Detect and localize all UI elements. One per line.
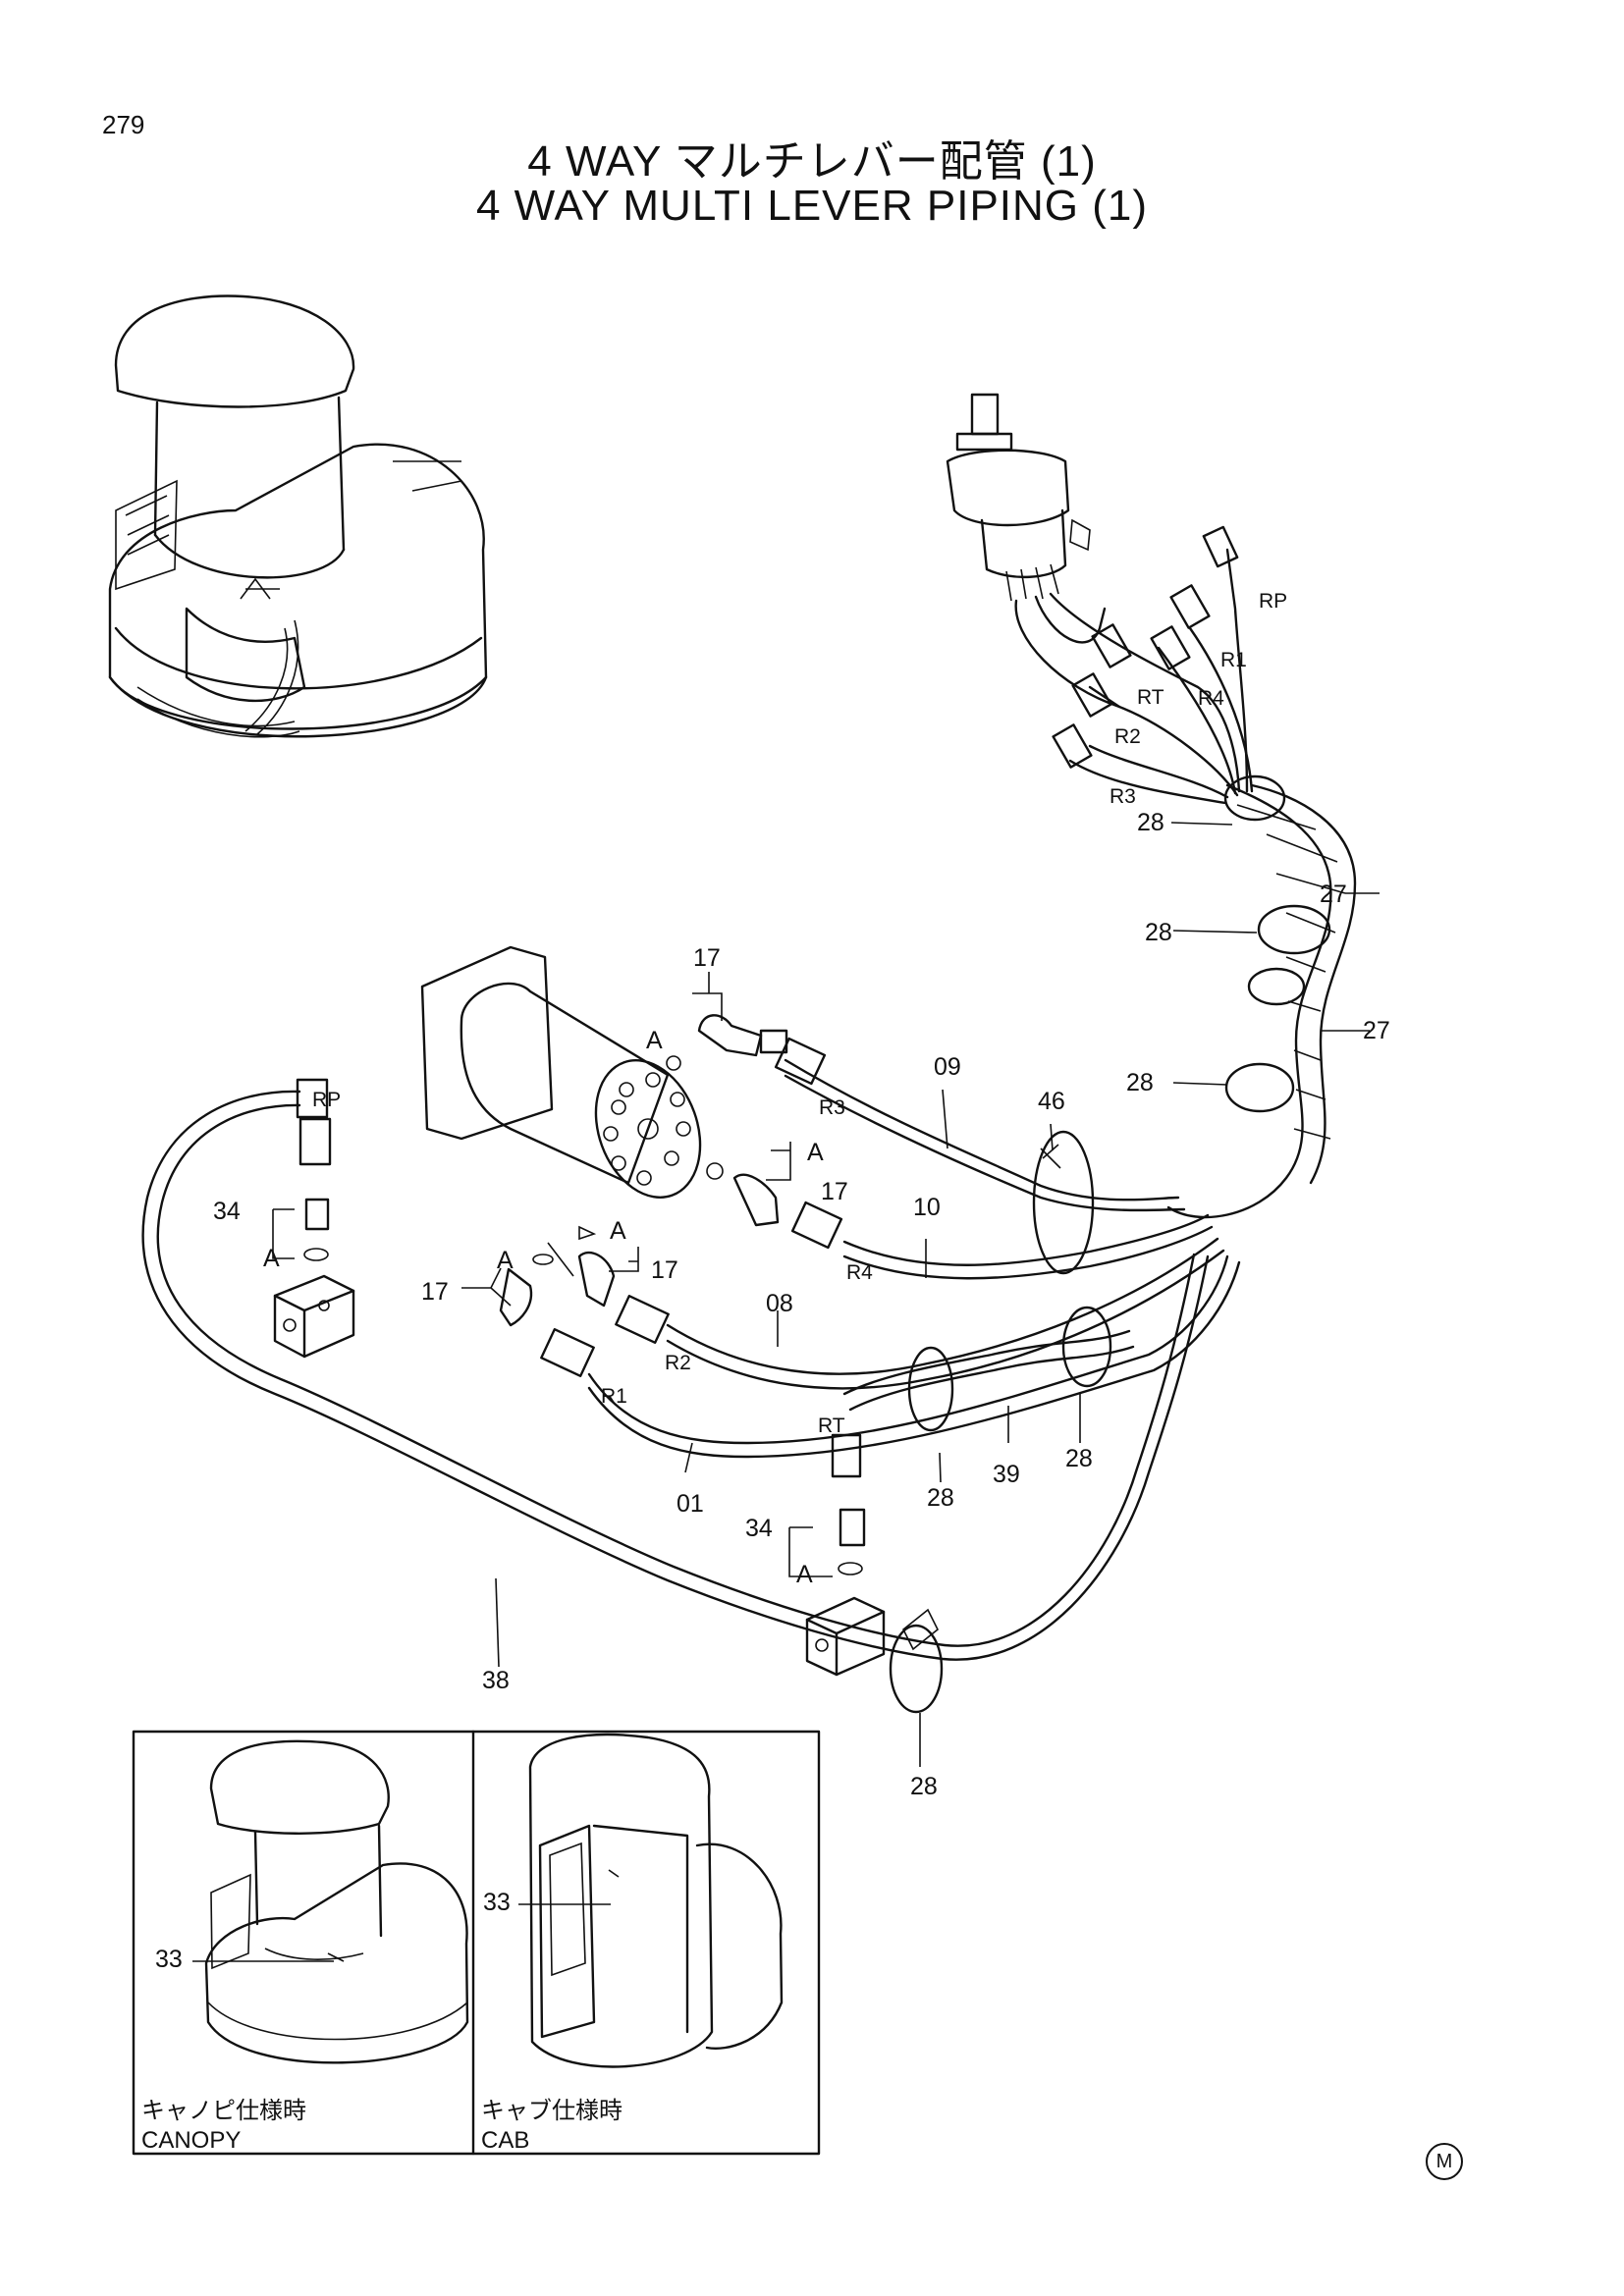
port-label-r4: R4 — [846, 1261, 873, 1284]
overview-machine-drawing — [108, 294, 488, 738]
part-label-39: 39 — [993, 1461, 1020, 1488]
inset-frame — [132, 1730, 821, 2156]
detail-label-a: A — [263, 1245, 280, 1272]
page-number: 279 — [102, 110, 145, 139]
upper-hoses — [1014, 525, 1254, 805]
port-label-rt: RT — [1137, 686, 1164, 709]
inset-leader-lines — [192, 1903, 611, 1962]
port-label-r2: R2 — [665, 1352, 691, 1374]
inset-canopy-caption-en: CANOPY — [141, 2127, 242, 2154]
port-label-rp: RP — [1259, 590, 1288, 613]
part-label-17: 17 — [651, 1256, 678, 1284]
inset-cab-drawing — [528, 1733, 784, 2068]
port-label-r3: R3 — [1110, 785, 1136, 808]
part-label-34: 34 — [213, 1198, 241, 1225]
part-label-10: 10 — [913, 1194, 941, 1221]
part-label-28: 28 — [927, 1484, 954, 1512]
port-label-r2: R2 — [1114, 725, 1141, 748]
inset-cab-part-label-33: 33 — [483, 1889, 511, 1916]
detail-label-a: A — [610, 1217, 626, 1245]
manual-mark-icon: M — [1426, 2143, 1463, 2180]
part-label-28: 28 — [910, 1773, 938, 1800]
part-label-01: 01 — [677, 1490, 704, 1518]
pipe-38 — [141, 1078, 1210, 1714]
main-hoses — [540, 1037, 1241, 1478]
port-label-rp: RP — [312, 1089, 342, 1111]
inset-cab-caption-jp: キャブ仕様時 — [481, 2098, 623, 2124]
control-valve-drawing — [946, 393, 1091, 602]
spiral-bundle — [1166, 774, 1357, 1219]
leader-lines — [272, 822, 1380, 1767]
part-label-17: 17 — [821, 1178, 848, 1205]
page-title-english: 4 WAY MULTI LEVER PIPING (1) — [475, 182, 1149, 230]
page-title-japanese: 4 WAY マルチレバー配管 (1) — [527, 137, 1097, 186]
part-label-38: 38 — [482, 1667, 510, 1694]
detail-label-a: A — [807, 1139, 824, 1166]
part-label-28: 28 — [1137, 809, 1164, 836]
port-label-r3: R3 — [819, 1096, 845, 1119]
port-label-r1: R1 — [601, 1385, 627, 1408]
detail-label-a: A — [646, 1027, 663, 1054]
port-label-r4: R4 — [1198, 687, 1224, 710]
inset-canopy-part-label-33: 33 — [155, 1946, 183, 1973]
elbow-fittings — [499, 1014, 788, 1327]
inset-canopy-drawing — [204, 1739, 469, 2064]
adapters-and-blocks — [273, 1198, 886, 1677]
port-label-r1: R1 — [1220, 649, 1247, 671]
detail-label-a: A — [796, 1561, 813, 1588]
inset-canopy-caption-jp: キャノピ仕様時 — [141, 2098, 306, 2124]
detail-label-a: A — [497, 1247, 514, 1274]
part-label-34: 34 — [745, 1515, 773, 1542]
part-label-28: 28 — [1065, 1445, 1093, 1472]
part-label-46: 46 — [1038, 1088, 1065, 1115]
part-label-27: 27 — [1363, 1017, 1390, 1044]
part-label-27: 27 — [1320, 881, 1347, 908]
part-label-08: 08 — [766, 1290, 793, 1317]
inset-cab-caption-en: CAB — [481, 2127, 530, 2154]
part-label-28: 28 — [1126, 1069, 1154, 1096]
part-label-17: 17 — [693, 944, 721, 972]
swing-motor-drawing — [420, 945, 702, 1199]
part-label-09: 09 — [934, 1053, 961, 1081]
part-label-28: 28 — [1145, 919, 1172, 946]
part-label-17: 17 — [421, 1278, 449, 1306]
port-label-rt: RT — [818, 1415, 845, 1437]
